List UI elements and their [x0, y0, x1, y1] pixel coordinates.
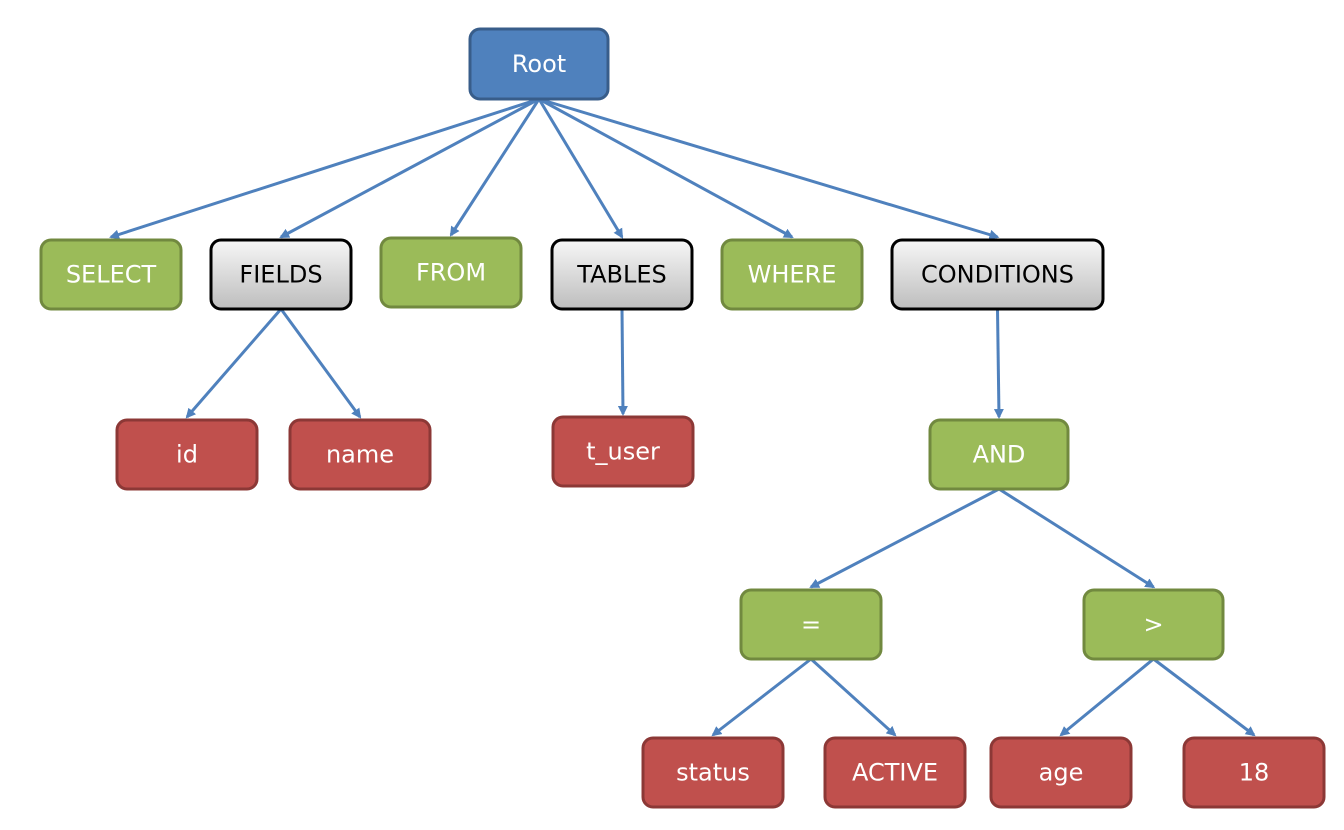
node-box-tables: [550, 238, 694, 311]
node-label-t-user: t_user: [586, 438, 660, 466]
node-box-root: [468, 27, 610, 101]
edge-and-to-gt: [998, 487, 1156, 589]
node-label-eighteen: 18: [1239, 759, 1270, 787]
node-eq: =: [739, 588, 883, 661]
node-label-eq: =: [801, 611, 821, 639]
node-box-conditions: [890, 238, 1105, 311]
node-label-and: AND: [973, 441, 1026, 469]
node-tables: TABLES: [550, 238, 694, 311]
node-label-status: status: [676, 759, 750, 787]
node-box-id: [115, 418, 259, 491]
edge-eq-to-active: [809, 657, 897, 737]
node-status: status: [641, 736, 785, 809]
edge-eq-to-status: [711, 657, 812, 737]
edge-and-to-eq: [809, 487, 1000, 589]
node-label-conditions: CONDITIONS: [921, 261, 1074, 289]
node-gt: >: [1082, 588, 1225, 661]
node-and: AND: [928, 418, 1070, 491]
node-id: id: [115, 418, 259, 491]
node-box-age: [989, 736, 1133, 809]
edge-gt-to-eighteen: [1152, 657, 1256, 737]
node-box-t-user: [551, 415, 695, 488]
node-box-where: [720, 238, 864, 311]
node-from: FROM: [379, 236, 523, 309]
node-root: Root: [468, 27, 610, 101]
edge-fields-to-name: [279, 308, 362, 419]
node-conditions: CONDITIONS: [890, 238, 1105, 311]
node-box-gt: [1082, 588, 1225, 661]
node-box-and: [928, 418, 1070, 491]
edges-layer: [109, 97, 1256, 737]
edge-root-to-from: [449, 98, 541, 237]
node-active: ACTIVE: [823, 736, 967, 809]
edge-tables-to-t_user: [617, 308, 628, 416]
node-label-age: age: [1039, 759, 1084, 787]
node-label-id: id: [176, 441, 198, 469]
node-box-name: [288, 418, 432, 491]
node-select: SELECT: [39, 238, 183, 311]
node-box-select: [39, 238, 183, 311]
node-box-fields: [209, 238, 353, 311]
node-fields: FIELDS: [209, 238, 353, 311]
node-label-fields: FIELDS: [239, 261, 322, 289]
node-t-user: t_user: [551, 415, 695, 488]
node-label-from: FROM: [416, 259, 486, 287]
edge-gt-to-age: [1059, 657, 1155, 737]
node-name: name: [288, 418, 432, 491]
edge-root-to-conditions: [538, 97, 1000, 240]
edge-conditions-to-and: [993, 308, 1004, 419]
node-box-status: [641, 736, 785, 809]
node-label-root: Root: [512, 50, 566, 78]
node-age: age: [989, 736, 1133, 809]
edge-root-to-select: [109, 97, 540, 240]
edge-fields-to-id: [185, 308, 283, 419]
node-box-eq: [739, 588, 883, 661]
node-label-active: ACTIVE: [852, 759, 938, 787]
node-label-tables: TABLES: [576, 261, 666, 289]
node-box-active: [823, 736, 967, 809]
node-label-gt: >: [1143, 611, 1163, 639]
edge-root-to-where: [538, 97, 794, 239]
node-label-where: WHERE: [748, 261, 837, 289]
node-label-name: name: [326, 441, 394, 469]
edge-root-to-tables: [537, 98, 624, 239]
node-where: WHERE: [720, 238, 864, 311]
node-box-eighteen: [1182, 736, 1326, 809]
node-label-select: SELECT: [66, 261, 157, 289]
node-eighteen: 18: [1182, 736, 1326, 809]
edge-root-to-fields: [279, 97, 540, 239]
node-box-from: [379, 236, 523, 309]
